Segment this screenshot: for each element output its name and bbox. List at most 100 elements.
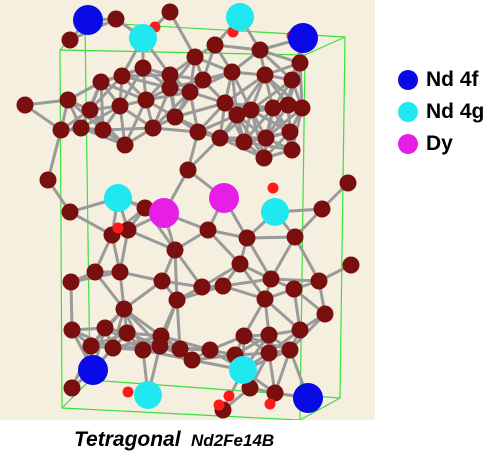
fe-atom [168,291,186,309]
fe-atom [86,263,104,281]
fe-atom [214,277,232,295]
fe-atom [179,161,197,179]
fe-atom [61,203,79,221]
b-atom [264,398,276,410]
fe-atom [118,324,136,342]
b-atom [122,386,134,398]
fe-atom [161,3,179,21]
fe-atom [231,255,249,273]
fe-atom [313,200,331,218]
fe-atom [291,54,309,72]
bond [46,128,63,182]
fe-atom [61,31,79,49]
fe-atom [113,67,131,85]
fe-atom [266,384,284,402]
legend: Nd 4f Nd 4g Dy [398,64,484,160]
caption-structure: Tetragonal [74,428,181,451]
fe-atom [316,305,334,323]
fe-atom [134,59,152,77]
fe-atom [342,256,360,274]
fe-atom [111,263,129,281]
dy-atom [209,183,239,213]
fe-atom [262,270,280,288]
nd-4f-atom [293,383,323,413]
fe-atom [199,221,217,239]
nd-4f-swatch [398,70,418,90]
fe-atom [63,379,81,397]
fe-atom [255,149,273,167]
legend-item-nd-4g: Nd 4g [398,96,484,128]
atom-layer [16,3,360,419]
fe-atom [62,273,80,291]
fe-atom [206,36,224,54]
figure-caption: Tetragonal Nd2Fe14B [74,428,274,452]
nd-4g-atom [261,198,289,226]
bond [168,10,197,59]
legend-label-nd-4g: Nd 4g [426,100,485,123]
nd-4g-atom [229,356,257,384]
fe-atom [256,66,274,84]
fe-atom [279,96,297,114]
b-atom [267,182,279,194]
fe-atom [161,79,179,97]
nd-4g-swatch [398,102,418,122]
fe-atom [119,221,137,239]
nd-4f-atom [73,5,103,35]
fe-atom [144,119,162,137]
fe-atom [285,280,303,298]
b-atom [213,399,225,411]
nd-4f-atom [288,23,318,53]
fe-atom [238,229,256,247]
fe-atom [242,101,260,119]
fe-atom [16,96,34,114]
fe-atom [310,272,328,290]
fe-atom [81,101,99,119]
fe-atom [194,71,212,89]
fe-atom [63,321,81,339]
fe-atom [283,71,301,89]
fe-atom [161,66,179,84]
fe-atom [96,319,114,337]
fe-atom [59,91,77,109]
fe-atom [183,351,201,369]
bond [173,101,227,119]
fe-atom [286,228,304,246]
bond [126,228,177,252]
fe-atom [39,171,57,189]
fe-atom [111,97,129,115]
nd-4g-atom [129,24,157,52]
fe-atom [171,340,189,358]
fe-atom [260,344,278,362]
fe-atom [92,73,110,91]
fe-atom [256,290,274,308]
fe-atom [166,241,184,259]
fe-atom [235,327,253,345]
fe-atom [291,321,309,339]
legend-item-nd-4f: Nd 4f [398,64,484,96]
fe-atom [104,339,122,357]
legend-label-dy: Dy [426,132,453,155]
fe-atom [293,99,311,117]
fe-atom [153,272,171,290]
fe-atom [281,123,299,141]
fe-atom [115,300,133,318]
fe-atom [223,63,241,81]
fe-atom [193,278,211,296]
fe-atom [72,119,90,137]
fe-atom [189,123,207,141]
legend-label-nd-4f: Nd 4f [426,68,479,91]
legend-item-dy: Dy [398,128,484,160]
fe-atom [151,337,169,355]
nd-4g-atom [104,184,132,212]
fe-atom [339,174,357,192]
fe-atom [137,91,155,109]
b-atom [112,222,124,234]
nd-4g-atom [226,3,254,31]
fe-atom [241,379,259,397]
fe-atom [94,121,112,139]
b-atom [223,390,235,402]
fe-atom [211,129,229,147]
nd-4g-atom [134,381,162,409]
fe-atom [228,106,246,124]
fe-atom [281,341,299,359]
